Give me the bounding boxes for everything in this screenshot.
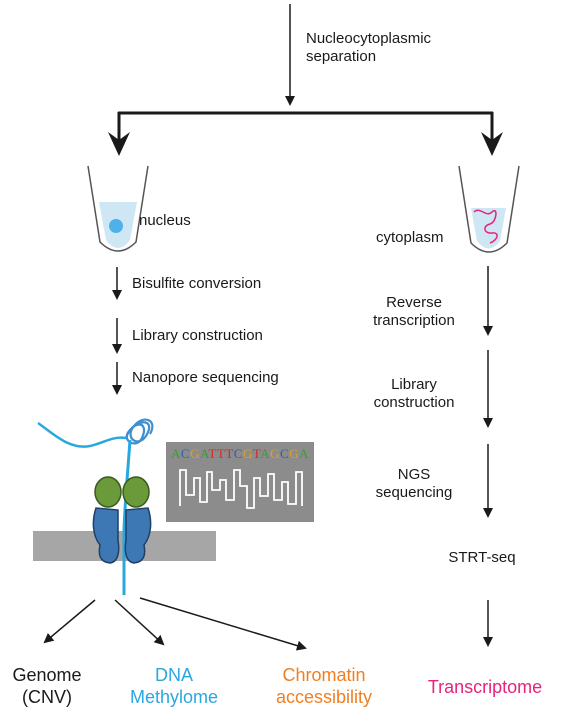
ngs-line1: NGS — [397, 466, 431, 483]
output-chromatin-line1: Chromatin — [282, 665, 366, 685]
output-methylome-line2: Methylome — [129, 687, 219, 707]
output-arrows — [43, 597, 307, 651]
rna-squiggle — [473, 209, 498, 244]
left-branch-arrowhead — [108, 132, 130, 156]
output-dna-methylome: DNA Methylome — [118, 664, 230, 708]
step-library-construction-right: Library construction — [350, 376, 478, 412]
top-step-line1: Nucleocytoplasmic — [306, 30, 432, 47]
output-transcriptome: Transcriptome — [412, 676, 558, 698]
nucleotide-letter: T — [208, 446, 216, 461]
rt-line2: transcription — [373, 312, 455, 329]
nucleotide-letter: A — [260, 446, 270, 461]
nucleotide-letter: G — [289, 446, 299, 461]
sequence-read: ACGATTTCGTAGCGA — [171, 446, 309, 461]
nucleus-dot — [109, 219, 123, 233]
pore-blue-right — [124, 507, 152, 564]
output-genome-line1: Genome — [12, 665, 82, 685]
nucleotide-letter: G — [243, 446, 253, 461]
right-branch-arrowhead — [481, 132, 503, 156]
nucleotide-letter: C — [181, 446, 190, 461]
nucleotide-letter: T — [253, 446, 261, 461]
split-connector — [108, 111, 503, 156]
nucleotide-letter: C — [280, 446, 289, 461]
output-chromatin-line2: accessibility — [275, 687, 373, 707]
dna-strand — [37, 421, 127, 448]
nucleus-label: nucleus — [139, 212, 191, 229]
current-trace — [179, 469, 303, 509]
ngs-line2: sequencing — [375, 484, 453, 501]
nanopore-illustration: ACGATTTCGTAGCGA — [33, 418, 314, 595]
nucleotide-letter: A — [200, 446, 210, 461]
nucleotide-letter: T — [225, 446, 233, 461]
output-chromatin-accessibility: Chromatin accessibility — [262, 664, 386, 708]
nucleotide-letter: G — [270, 446, 280, 461]
pore-green-right — [122, 476, 150, 508]
nucleus-tube — [87, 165, 149, 252]
rt-line1: Reverse — [386, 294, 442, 311]
step-ngs-sequencing: NGS sequencing — [350, 466, 478, 502]
step-nanopore-sequencing: Nanopore sequencing — [132, 369, 279, 386]
nucleotide-letter: T — [217, 446, 225, 461]
top-step-label: Nucleocytoplasmic separation — [306, 30, 431, 66]
nucleotide-letter: A — [299, 446, 309, 461]
lib-line1: Library — [391, 376, 437, 393]
pore-blue-left — [92, 507, 120, 564]
cytoplasm-tube — [458, 165, 520, 253]
nucleotide-letter: C — [234, 446, 243, 461]
nucleotide-letter: G — [190, 446, 200, 461]
output-genome: Genome (CNV) — [2, 664, 92, 708]
step-library-construction-left: Library construction — [132, 327, 263, 344]
output-genome-line2: (CNV) — [22, 687, 72, 707]
nucleotide-letter: A — [171, 446, 181, 461]
output-transcriptome-line1: Transcriptome — [427, 677, 543, 697]
output-methylome-line1: DNA — [154, 665, 193, 685]
cytoplasm-label: cytoplasm — [376, 229, 444, 246]
lib-line2: construction — [373, 394, 455, 411]
step-reverse-transcription: Reverse transcription — [350, 294, 478, 330]
method-strt-seq: STRT-seq — [448, 549, 516, 566]
dna-helix — [124, 418, 154, 445]
pore-green-left — [94, 476, 122, 508]
top-step-line2: separation — [306, 48, 377, 65]
step-bisulfite-conversion: Bisulfite conversion — [132, 275, 262, 292]
